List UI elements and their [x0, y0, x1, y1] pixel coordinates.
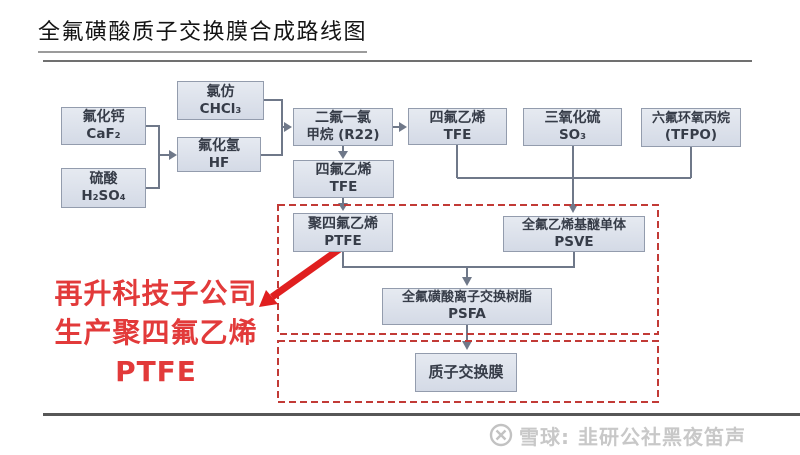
node-tfe-top: 四氟乙烯 TFE	[408, 108, 507, 145]
watermark: 雪球: 韭研公社黑夜笛声	[489, 420, 746, 450]
node-so3-name: 三氧化硫	[544, 110, 601, 127]
page-title: 全氟磺酸质子交换膜合成路线图	[38, 14, 368, 53]
node-psve: 全氟乙烯基醚单体 PSVE	[503, 216, 645, 252]
node-ptfe-name: 聚四氟乙烯	[308, 215, 378, 232]
node-so3-formula: SO₃	[558, 127, 587, 144]
node-r22-formula: 甲烷 (R22)	[306, 127, 380, 144]
annotation-line-3: PTFE	[115, 355, 197, 388]
node-caf2-name: 氟化钙	[82, 109, 125, 126]
node-r22: 二氟一氯 甲烷 (R22)	[293, 108, 393, 146]
node-chcl3: 氯仿 CHCl₃	[177, 81, 264, 120]
red-dashed-highlight-boxes	[277, 204, 659, 403]
node-tfe-mid: 四氟乙烯 TFE	[293, 160, 394, 198]
node-tfe-mid-name: 四氟乙烯	[315, 162, 372, 179]
node-ptfe-formula: PTFE	[324, 232, 362, 249]
annotation-note: 再升科技子公司 生产聚四氟乙烯 PTFE	[40, 274, 272, 391]
node-caf2: 氟化钙 CaF₂	[61, 107, 146, 145]
node-psve-formula: PSVE	[554, 233, 594, 250]
node-so3: 三氧化硫 SO₃	[523, 108, 622, 146]
diagram-bottom-border	[43, 413, 800, 416]
node-tfpo-name: 六氟环氧丙烷	[651, 111, 730, 127]
diagram-top-border	[43, 60, 752, 62]
xueqiu-logo-icon	[489, 423, 513, 447]
node-membrane: 质子交换膜	[415, 353, 517, 392]
node-h2so4-formula: H₂SO₄	[81, 188, 126, 205]
node-hf-name: 氟化氢	[198, 137, 240, 154]
node-hf-formula: HF	[208, 154, 230, 171]
node-h2so4: 硫酸 H₂SO₄	[61, 168, 146, 208]
node-tfe-top-name: 四氟乙烯	[429, 109, 486, 126]
node-tfe-mid-formula: TFE	[329, 179, 358, 196]
annotation-line-2: 生产聚四氟乙烯	[54, 316, 258, 349]
node-chcl3-formula: CHCl₃	[199, 100, 242, 117]
node-caf2-formula: CaF₂	[86, 126, 121, 143]
node-psfa-formula: PSFA	[448, 306, 486, 323]
node-h2so4-name: 硫酸	[89, 171, 118, 188]
node-ptfe: 聚四氟乙烯 PTFE	[293, 213, 393, 252]
node-psve-name: 全氟乙烯基醚单体	[521, 217, 626, 233]
node-tfpo: 六氟环氧丙烷 (TFPO)	[641, 108, 741, 147]
node-chcl3-name: 氯仿	[206, 83, 235, 100]
red-annotation-arrow	[259, 245, 344, 307]
watermark-text: 雪球: 韭研公社黑夜笛声	[519, 424, 746, 449]
node-r22-name: 二氟一氯	[315, 110, 371, 127]
node-membrane-name: 质子交换膜	[428, 363, 504, 382]
node-psfa: 全氟磺酸离子交换树脂 PSFA	[382, 288, 552, 325]
annotation-line-1: 再升科技子公司	[54, 277, 258, 310]
node-tfe-top-formula: TFE	[443, 126, 472, 143]
node-hf: 氟化氢 HF	[177, 137, 261, 172]
node-tfpo-formula: (TFPO)	[664, 127, 718, 144]
node-psfa-name: 全氟磺酸离子交换树脂	[401, 290, 532, 306]
